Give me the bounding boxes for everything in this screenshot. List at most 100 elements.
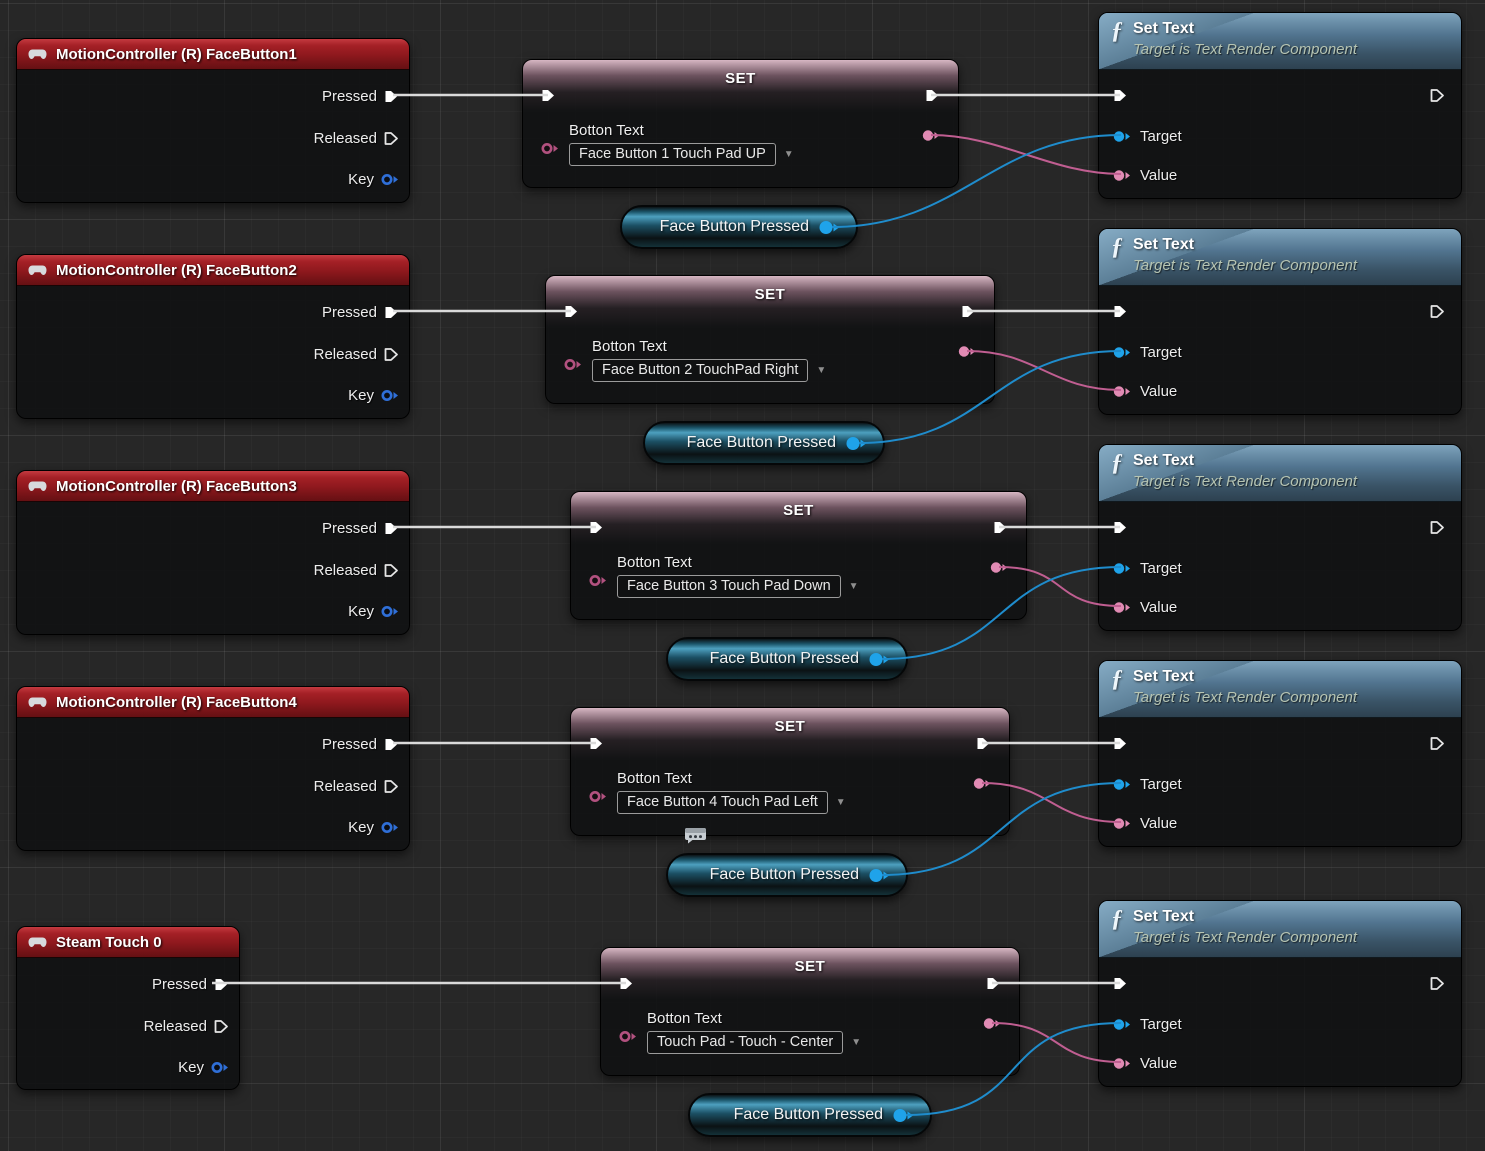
value-in-pin-icon[interactable] (589, 790, 607, 803)
exec-out-pin-icon[interactable] (1430, 736, 1445, 751)
exec-out-pin-icon[interactable] (384, 305, 399, 320)
exec-in-pin-icon[interactable] (564, 304, 579, 319)
text-field[interactable]: Face Button 1 Touch Pad UP (569, 143, 776, 166)
value-wire[interactable] (930, 134, 1122, 175)
exec-in-pin-icon[interactable] (619, 976, 634, 991)
value-out-pin-icon[interactable] (973, 777, 991, 790)
value-out-pin-icon[interactable] (922, 129, 940, 142)
exec-out-pin-icon[interactable] (1430, 976, 1445, 991)
exec-out-pin-icon[interactable] (384, 521, 399, 536)
output-pin-icon[interactable] (869, 652, 890, 667)
text-field[interactable]: Face Button 4 Touch Pad Left (617, 791, 828, 814)
key-label: Key (348, 602, 374, 620)
exec-out-pin-icon[interactable] (1430, 304, 1445, 319)
exec-out-pin-icon[interactable] (961, 304, 976, 319)
dropdown-arrow-icon[interactable]: ▼ (783, 149, 794, 160)
event-node-facebutton1[interactable]: MotionController (R) FaceButton1 Pressed… (16, 38, 410, 203)
set-text-node-3[interactable]: ƒ Set Text Target is Text Render Compone… (1098, 444, 1462, 631)
exec-out-pin-icon[interactable] (384, 89, 399, 104)
exec-out-pin-icon[interactable] (384, 347, 399, 362)
exec-in-pin-icon[interactable] (1113, 304, 1128, 319)
value-pin-row: Value (1113, 597, 1177, 617)
text-field[interactable]: Face Button 3 Touch Pad Down (617, 575, 841, 598)
target-pin-icon[interactable] (1113, 562, 1131, 575)
exec-out-pin-icon[interactable] (1430, 520, 1445, 535)
set-text-node-5[interactable]: ƒ Set Text Target is Text Render Compone… (1098, 900, 1462, 1087)
dropdown-arrow-icon[interactable]: ▼ (851, 1037, 862, 1048)
variable-getter-face-button-pressed[interactable]: Face Button Pressed (620, 205, 858, 249)
target-pin-icon[interactable] (1113, 1018, 1131, 1031)
variable-getter-face-button-pressed[interactable]: Face Button Pressed (666, 637, 908, 681)
key-pin-row: Key (348, 384, 399, 406)
exec-out-pin-icon[interactable] (925, 88, 940, 103)
set-text-node-1[interactable]: ƒ Set Text Target is Text Render Compone… (1098, 12, 1462, 199)
exec-in-pin-icon[interactable] (1113, 976, 1128, 991)
value-in-pin-icon[interactable] (589, 574, 607, 587)
pressed-label: Pressed (321, 87, 377, 105)
value-pin-icon[interactable] (1113, 817, 1131, 830)
event-node-facebutton3[interactable]: MotionController (R) FaceButton3 Pressed… (16, 470, 410, 635)
output-pin-icon[interactable] (869, 868, 890, 883)
exec-out-pin-icon[interactable] (384, 131, 399, 146)
exec-in-pin-icon[interactable] (1113, 520, 1128, 535)
function-node-header: ƒ Set Text Target is Text Render Compone… (1099, 229, 1461, 286)
output-pin-icon[interactable] (846, 436, 867, 451)
exec-out-pin-icon[interactable] (384, 563, 399, 578)
set-node-3[interactable]: SET Botton Text Face Button 3 Touch Pad … (570, 491, 1027, 620)
exec-out-pin-icon[interactable] (976, 736, 991, 751)
dropdown-arrow-icon[interactable]: ▼ (848, 581, 859, 592)
value-pin-icon[interactable] (1113, 385, 1131, 398)
value-in-pin-icon[interactable] (564, 358, 582, 371)
comment-bubble-icon[interactable] (684, 827, 708, 844)
exec-in-pin-icon[interactable] (1113, 736, 1128, 751)
exec-in-pin-icon[interactable] (1113, 88, 1128, 103)
value-out-pin-icon[interactable] (958, 345, 976, 358)
set-text-node-2[interactable]: ƒ Set Text Target is Text Render Compone… (1098, 228, 1462, 415)
event-node-facebutton4[interactable]: MotionController (R) FaceButton4 Pressed… (16, 686, 410, 851)
value-label: Value (1140, 598, 1178, 616)
value-out-pin-icon[interactable] (983, 1017, 1001, 1030)
set-node-4[interactable]: SET Botton Text Face Button 4 Touch Pad … (570, 707, 1010, 836)
value-in-pin-icon[interactable] (619, 1030, 637, 1043)
exec-in-pin-icon[interactable] (589, 736, 604, 751)
value-pin-icon[interactable] (1113, 1057, 1131, 1070)
exec-out-pin-icon[interactable] (993, 520, 1008, 535)
target-pin-icon[interactable] (1113, 346, 1131, 359)
variable-getter-face-button-pressed[interactable]: Face Button Pressed (688, 1093, 932, 1137)
value-out-pin-icon[interactable] (990, 561, 1008, 574)
exec-out-pin-icon[interactable] (384, 737, 399, 752)
event-node-steam-touch-0[interactable]: Steam Touch 0 Pressed Released Key (16, 926, 240, 1090)
exec-in-pin-icon[interactable] (541, 88, 556, 103)
set-node-1[interactable]: SET Botton Text Face Button 1 Touch Pad … (522, 59, 959, 188)
exec-out-pin-icon[interactable] (1430, 88, 1445, 103)
value-pin-icon[interactable] (1113, 601, 1131, 614)
variable-getter-face-button-pressed[interactable]: Face Button Pressed (666, 853, 908, 897)
input-label: Botton Text (617, 770, 692, 787)
text-field[interactable]: Face Button 2 TouchPad Right (592, 359, 809, 382)
variable-getter-face-button-pressed[interactable]: Face Button Pressed (643, 421, 885, 465)
key-pin-icon[interactable] (381, 821, 399, 834)
exec-in-pin-icon[interactable] (589, 520, 604, 535)
key-pin-icon[interactable] (381, 605, 399, 618)
exec-out-pin-icon[interactable] (384, 779, 399, 794)
set-node-5[interactable]: SET Botton Text Touch Pad - Touch - Cent… (600, 947, 1020, 1076)
exec-out-pin-icon[interactable] (214, 977, 229, 992)
set-text-node-4[interactable]: ƒ Set Text Target is Text Render Compone… (1098, 660, 1462, 847)
key-pin-icon[interactable] (381, 389, 399, 402)
event-node-facebutton2[interactable]: MotionController (R) FaceButton2 Pressed… (16, 254, 410, 419)
output-pin-icon[interactable] (893, 1108, 914, 1123)
key-pin-icon[interactable] (211, 1061, 229, 1074)
output-pin-icon[interactable] (819, 220, 840, 235)
text-field[interactable]: Touch Pad - Touch - Center (647, 1031, 844, 1054)
exec-out-pin-icon[interactable] (986, 976, 1001, 991)
key-pin-icon[interactable] (381, 173, 399, 186)
value-pin-icon[interactable] (1113, 169, 1131, 182)
dropdown-arrow-icon[interactable]: ▼ (835, 797, 846, 808)
value-in-pin-icon[interactable] (541, 142, 559, 155)
target-pin-icon[interactable] (1113, 778, 1131, 791)
target-pin-icon[interactable] (1113, 130, 1131, 143)
dropdown-arrow-icon[interactable]: ▼ (816, 365, 827, 376)
set-node-2[interactable]: SET Botton Text Face Button 2 TouchPad R… (545, 275, 995, 404)
exec-out-pin-icon[interactable] (214, 1019, 229, 1034)
